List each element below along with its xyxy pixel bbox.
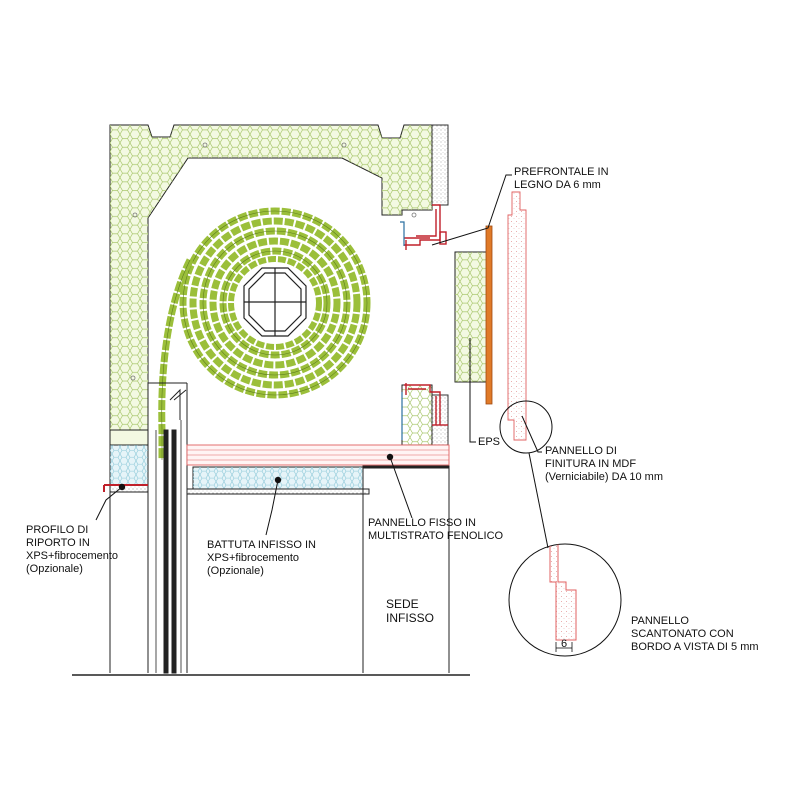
left-reveal-profile <box>103 429 149 493</box>
leader-lines <box>95 174 542 536</box>
roller-axle <box>243 267 307 337</box>
label-pannello-scantonato: PANNELLO SCANTONATO CON BORDO A VISTA DI… <box>631 615 759 653</box>
label-sede-infisso: SEDE INFISSO <box>386 597 435 625</box>
wood-prefrontal <box>485 225 493 405</box>
mdf-finishing-panel <box>507 191 527 441</box>
label-profilo-riporto: PROFILO DI RIPORTO IN XPS+fibrocemento (… <box>26 524 119 575</box>
fixed-panel <box>186 444 450 466</box>
eps-panel <box>454 251 491 383</box>
upper-red-profile <box>404 204 447 250</box>
roller-shutter-coil <box>158 207 371 460</box>
label-eps: EPS <box>478 436 501 448</box>
detail-callout <box>499 400 622 657</box>
dimension-label: 6 <box>561 638 568 650</box>
label-pannello-fisso: PANNELLO FISSO IN MULTISTRATO FENOLICO <box>368 517 504 542</box>
lower-red-profile <box>404 383 448 426</box>
shutter-guide <box>147 382 188 674</box>
insulated-box <box>109 124 449 446</box>
label-pannello-finitura: PANNELLO DI FINITURA IN MDF (Verniciabil… <box>545 445 663 483</box>
label-battuta-infisso: BATTUTA INFISSO IN XPS+fibrocemento (Opz… <box>207 539 316 577</box>
detail-enlarged-panel <box>549 544 577 652</box>
leader-dots <box>118 453 394 491</box>
label-prefrontale: PREFRONTALE IN LEGNO DA 6 mm <box>514 166 609 191</box>
wall-below <box>72 465 470 676</box>
frame-stop-xps <box>186 466 449 495</box>
